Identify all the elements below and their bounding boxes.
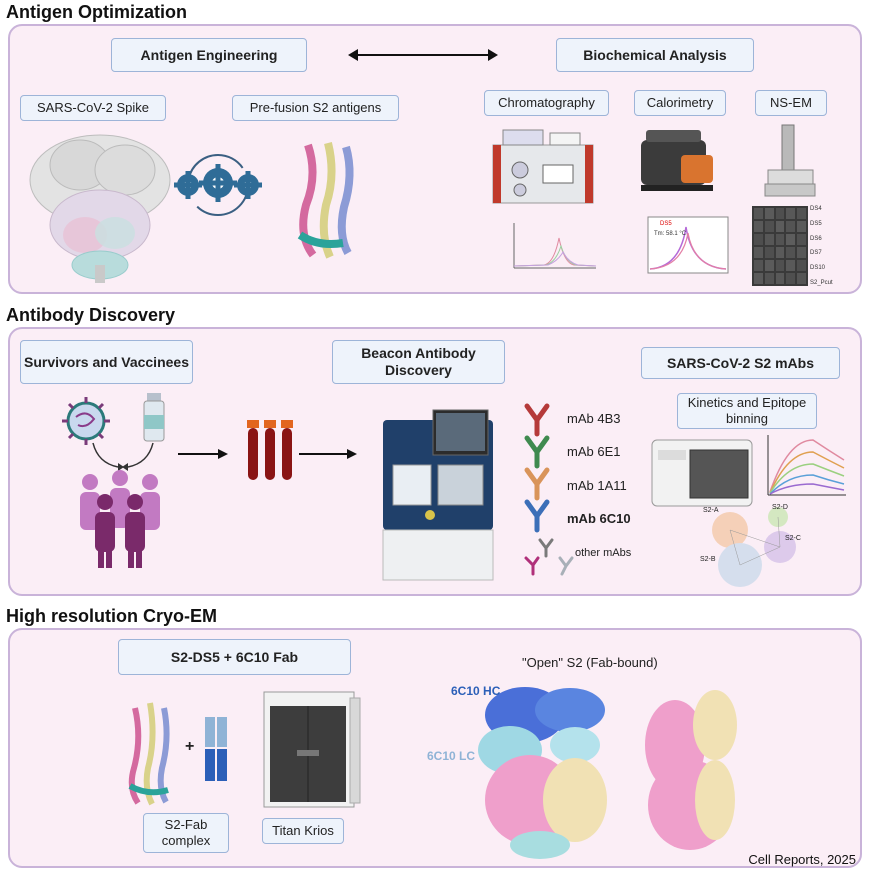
- bin-label-s2c: S2-C: [785, 535, 801, 542]
- other-antibodies-icon: [524, 538, 574, 576]
- vaccine-vial-icon: [143, 393, 165, 442]
- hc-label: 6C10 HC: [451, 684, 501, 698]
- survivors-box: Survivors and Vaccinees: [20, 340, 193, 384]
- antigen-engineering-box: Antigen Engineering: [111, 38, 307, 72]
- virus-icon: [62, 397, 110, 445]
- calorimetry-box: Calorimetry: [634, 90, 726, 116]
- mab-4b3-label: mAb 4B3: [567, 411, 621, 426]
- s2-fab-complex-box: S2-Fab complex: [143, 813, 229, 853]
- calorimetry-instrument-icon: [641, 130, 713, 191]
- dsc-tag: DS5: [660, 221, 672, 227]
- antibody-1a11-icon: [524, 467, 550, 501]
- plus-sign: +: [185, 738, 195, 755]
- bin-label-s2d: S2-D: [772, 504, 788, 511]
- double-arrow-icon: [348, 49, 498, 61]
- nsem-microscope-icon: [764, 124, 816, 197]
- s2-ds5-6c10-box: S2-DS5 + 6C10 Fab: [118, 639, 351, 675]
- kinetics-box: Kinetics and Epitope binning: [677, 393, 817, 429]
- arrow-right-icon: [178, 449, 228, 459]
- blood-tubes-icon: [247, 420, 293, 480]
- antibody-4b3-icon: [524, 403, 550, 437]
- spike-structure-icon: [29, 134, 171, 283]
- nsem-row-label: DS6: [810, 235, 822, 242]
- kinetics-instrument-icon: [651, 439, 753, 507]
- chromatography-box: Chromatography: [484, 90, 609, 116]
- beacon-box: Beacon Antibody Discovery: [332, 340, 505, 384]
- s2-fab-structure-icon: [128, 702, 170, 806]
- nsem-row-label: DS4: [810, 206, 822, 212]
- dsc-tm: Tm: 58.1 °C: [654, 231, 687, 237]
- kinetics-chart: [767, 435, 846, 496]
- nsem-image-grid: [752, 206, 808, 286]
- bin-label-s2b: S2-B: [700, 556, 716, 563]
- antibody-6e1-icon: [524, 435, 550, 469]
- beacon-instrument-icon: [382, 409, 494, 581]
- fab-fragment-icon: [205, 717, 227, 781]
- fab-bound-surface-1: [478, 687, 607, 859]
- arrow-right-icon: [299, 449, 357, 459]
- chromatography-instrument-icon: [492, 129, 594, 204]
- nsem-box: NS-EM: [755, 90, 827, 116]
- credit-citation: Cell Reports, 2025: [748, 852, 856, 867]
- antibody-icons: [524, 403, 550, 533]
- people-group-icon: [80, 470, 160, 568]
- s2-mabs-box: SARS-CoV-2 S2 mAbs: [641, 347, 840, 379]
- fab-bound-surface-2: [645, 690, 737, 850]
- section-title-antigen-optimization: Antigen Optimization: [6, 2, 187, 22]
- lc-label: 6C10 LC: [427, 749, 476, 763]
- section-title-antibody-discovery: Antibody Discovery: [6, 305, 176, 325]
- nsem-row-label: DS7: [810, 250, 822, 257]
- prefusion-s2-structure-icon: [297, 142, 354, 259]
- nsem-row-label: S2_Pcut: [810, 279, 833, 286]
- nsem-row-labels: DS4 DS5 DS6 DS7 DS10 S2_Pcut: [810, 206, 850, 286]
- calorimetry-chart: DS5 Tm: 58.1 °C: [647, 216, 729, 274]
- titan-krios-box: Titan Krios: [262, 818, 344, 844]
- bin-label-s2a: S2-A: [703, 507, 719, 514]
- other-mabs-label: other mAbs: [575, 547, 632, 559]
- open-s2-label: "Open" S2 (Fab-bound): [522, 655, 658, 670]
- section-title-cryo-em: High resolution Cryo-EM: [6, 606, 217, 626]
- epitope-bin-network: [712, 507, 796, 587]
- biochemical-analysis-box: Biochemical Analysis: [556, 38, 754, 72]
- merge-arrows-icon: [92, 442, 154, 471]
- antibody-6c10-icon: [524, 499, 550, 533]
- spike-label-box: SARS-CoV-2 Spike: [20, 95, 166, 121]
- nsem-row-label: DS5: [810, 220, 822, 227]
- gears-icon: [174, 154, 262, 216]
- mab-6e1-label: mAb 6E1: [567, 444, 621, 459]
- mab-6c10-label: mAb 6C10: [567, 511, 631, 526]
- chromatography-chart: [513, 223, 597, 269]
- prefusion-label-box: Pre-fusion S2 antigens: [232, 95, 399, 121]
- titan-krios-icon: [263, 691, 361, 808]
- mab-1a11-label: mAb 1A11: [567, 478, 627, 493]
- nsem-row-label: DS10: [810, 265, 826, 272]
